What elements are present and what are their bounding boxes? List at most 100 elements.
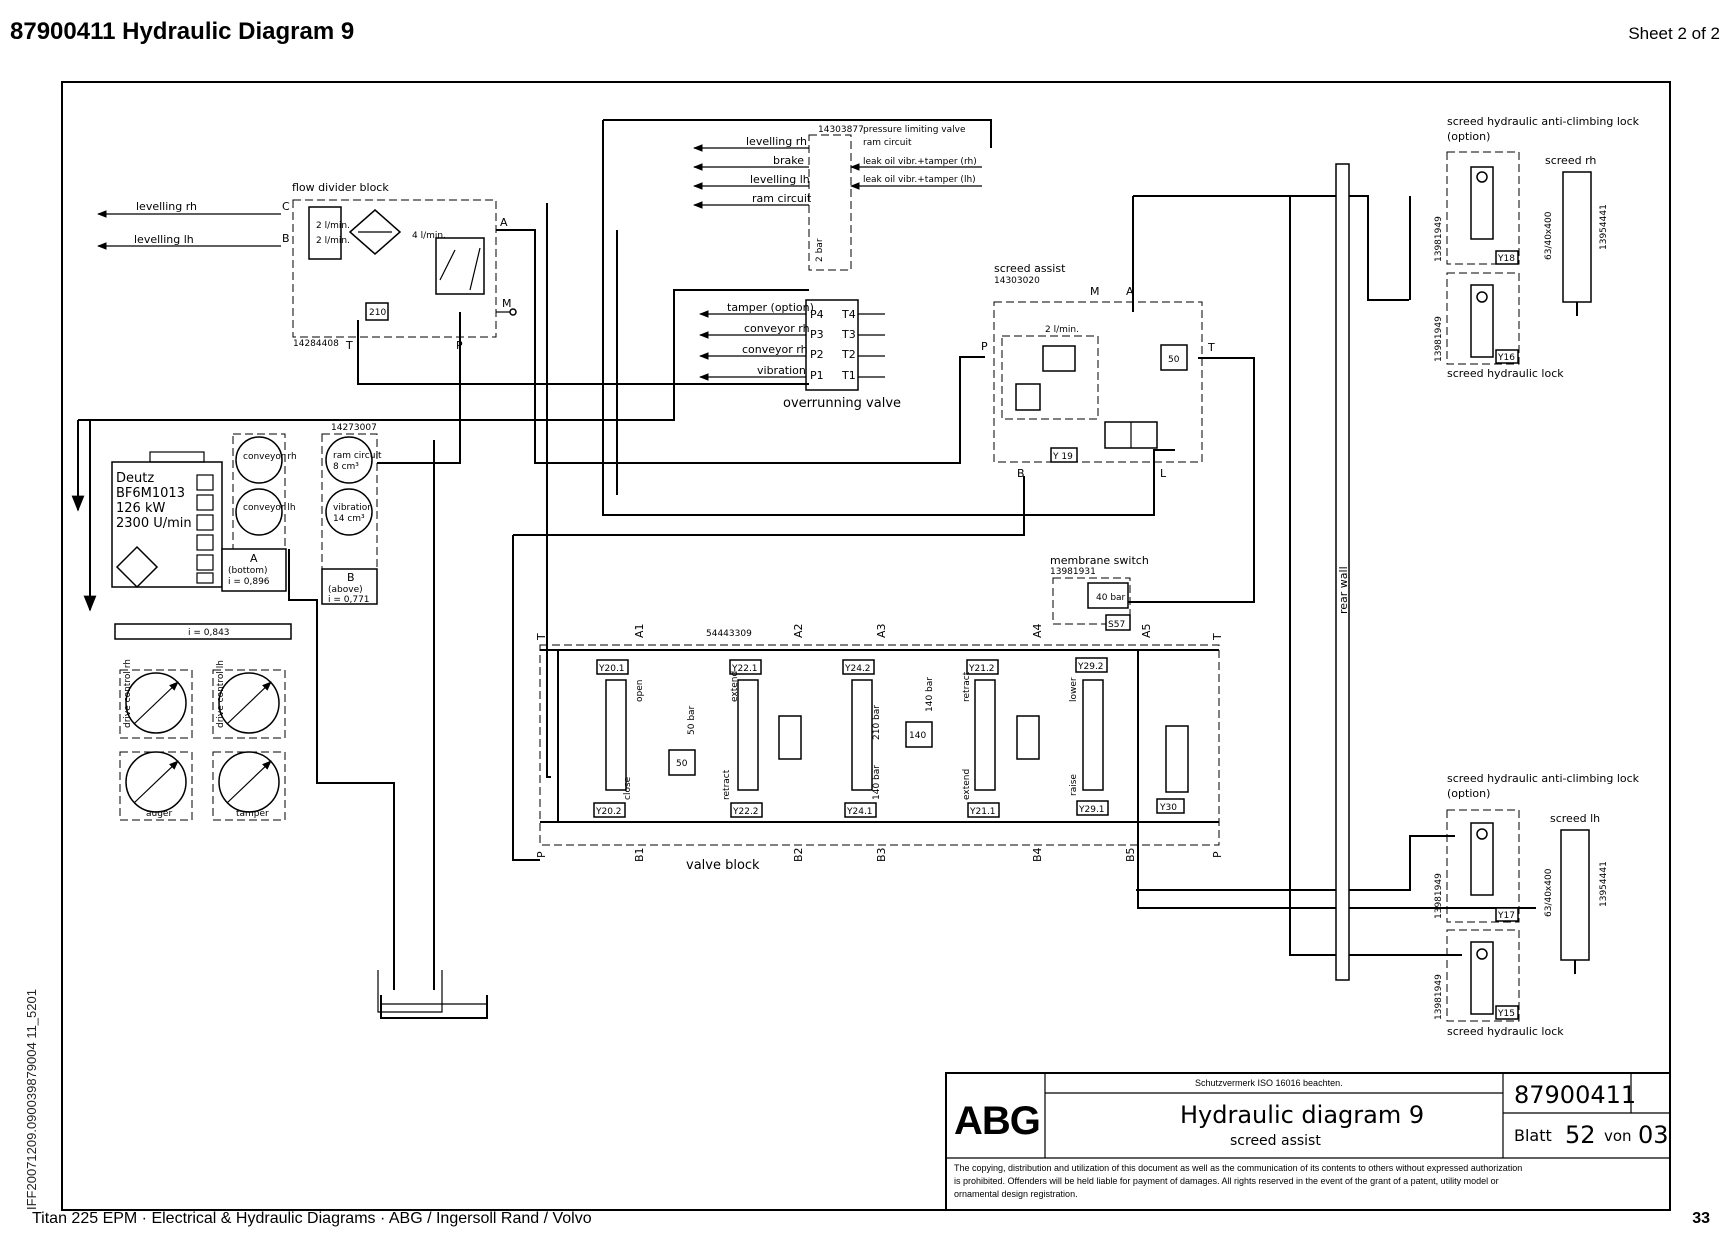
- diagram-pumps-b-pos-label: (above): [328, 585, 363, 595]
- diagram-membrane-part-label: 13981931: [1050, 567, 1096, 577]
- diagram-overrunning-inputs-3-label: vibration: [757, 364, 806, 377]
- diagram-valve-block-top-coils-0-label: Y20.1: [598, 664, 625, 674]
- membrane-switch: membrane switch 13981931 40 bar S57: [1050, 554, 1149, 631]
- diagram-right-bot-option-label: (option): [1447, 787, 1490, 800]
- rect-shape: [605, 679, 627, 791]
- polyline-shape: [546, 203, 551, 778]
- diagram-valve-block-bot-coils-1-label: Y22.2: [732, 807, 759, 817]
- rect-shape: [1470, 941, 1494, 1015]
- diagram-valve-block-y30-label: Y30: [1159, 803, 1177, 813]
- sheet-indicator: Sheet 2 of 2: [1628, 24, 1720, 43]
- diagram-valve-block-a-ports-0-label: A1: [633, 623, 646, 638]
- rect-shape: [321, 568, 378, 605]
- diagram-valve-block-b-ports-2-label: B3: [875, 847, 888, 862]
- circle-shape: [235, 488, 283, 536]
- diagram-right-top-lock-label: screed hydraulic lock: [1447, 367, 1564, 380]
- diagram-screed-assist-valve-label: 50: [1168, 355, 1180, 365]
- rect-shape: [119, 669, 193, 739]
- rect-shape: [668, 749, 696, 776]
- path-shape: [439, 247, 481, 291]
- rect-shape: [196, 554, 214, 571]
- diagram-right-bot-size-label: 63/40x400: [1544, 868, 1554, 917]
- diagram-valve-block-actions-bot-0-label: close: [623, 776, 633, 800]
- rect-shape: [221, 548, 287, 592]
- diagram-engine-power-label: 126 kW: [116, 501, 165, 516]
- polyline-shape: [78, 289, 809, 421]
- diagram-right-bot-cyl-label: screed lh: [1550, 812, 1600, 825]
- polyline-shape: [602, 120, 1175, 516]
- footer-text: Titan 225 EPM · Electrical & Hydraulic D…: [32, 1210, 592, 1227]
- diagram-pumps-vib-label: vibration: [333, 503, 373, 513]
- diagram-valve-block-p-label: P: [535, 851, 548, 858]
- polyline-shape: [496, 229, 985, 464]
- diagram-flow-divider-part-label: 14284408: [293, 339, 339, 349]
- diagram-right-bot-p2-label: 13981949: [1434, 974, 1444, 1020]
- diagram-overrunning-plv-label: pressure limiting valve: [863, 125, 966, 135]
- drawing-subtitle: screed assist: [1230, 1133, 1321, 1149]
- diagram-flow-divider-ports-t-label: T: [345, 339, 353, 352]
- diagram-valve-block-actions-bot-1-label: retract: [722, 769, 732, 800]
- rect-shape: [1495, 1005, 1519, 1020]
- diagram-valve-block-bot-coils-2-label: Y24.1: [846, 807, 873, 817]
- screed-assist-title: screed assist: [994, 262, 1066, 275]
- polyline-shape: [288, 549, 395, 990]
- diagram-flow-divider-valve-label: 210: [369, 308, 386, 318]
- diagram-overrunning-ports-r-3-label: T1: [841, 369, 856, 382]
- rect-shape: [967, 802, 1000, 818]
- diagram-valve-block-t-label: T: [535, 633, 548, 641]
- diagram-pumps-a-ratio-label: i = 0,896: [228, 577, 270, 587]
- flow-divider-block: flow divider block 2 l/min. 2 l/min. 4 l…: [97, 181, 517, 352]
- rect-shape: [1335, 163, 1350, 981]
- diagram-overrunning-ports-r-2-label: T2: [841, 348, 856, 361]
- diagram-overrunning-ports-r-0-label: T4: [841, 308, 856, 321]
- diagram-right-bot-title-label: screed hydraulic anti-climbing lock: [1447, 772, 1640, 785]
- rect-shape: [196, 572, 214, 584]
- rect-shape: [1076, 800, 1109, 816]
- diagram-pumps-b-ratio-label: i = 0,771: [328, 595, 370, 605]
- rect-shape: [292, 199, 497, 338]
- titleblock-von-label: von: [1604, 1127, 1632, 1145]
- diagram-overrunning-left-1-label: brake: [773, 154, 804, 167]
- diagram-overrunning-ports-l-0-label: P4: [810, 308, 824, 321]
- diagram-right-bot-part-cyl-label: 13954441: [1599, 861, 1609, 907]
- rect-shape: [114, 623, 292, 640]
- rect-shape: [1105, 614, 1131, 631]
- rect-shape: [974, 679, 996, 791]
- screed-assist: screed assist 14303020 2 l/min. 50 Y 19 …: [981, 262, 1215, 480]
- polyline-shape: [380, 995, 488, 1019]
- diagram-screed-assist-coil-label: Y 19: [1052, 452, 1073, 462]
- diagram-valve-block-top-coils-4-label: Y29.2: [1077, 662, 1104, 672]
- rect-shape: [196, 474, 214, 491]
- diagram-pumps-ram-label: ram circuit: [333, 451, 382, 461]
- drawing-title: Hydraulic diagram 9: [1180, 1101, 1424, 1129]
- diagram-screed-assist-part-label: 14303020: [994, 276, 1040, 286]
- rect-shape: [212, 669, 286, 739]
- rect-shape: [196, 494, 214, 511]
- diagram-screed-assist-ports-a-label: A: [1126, 285, 1134, 298]
- membrane-switch-title: membrane switch: [1050, 554, 1149, 567]
- diagram-valve-block-p140b-label: 140 bar: [925, 677, 935, 712]
- polyline-shape: [1289, 196, 1462, 956]
- diagram-overrunning-leak-rh-label: leak oil vibr.+tamper (rh): [863, 157, 977, 167]
- titleblock-legal1-label: The copying, distribution and utilizatio…: [954, 1163, 1522, 1173]
- title-block: Schutzvermerk ISO 16016 beachten. ABG Hy…: [945, 1072, 1671, 1211]
- diagram-flow-divider-ports-m-label: M: [502, 297, 512, 310]
- rect-shape: [593, 802, 626, 818]
- diagram-flow-divider-rate-3-label: 4 l/min.: [412, 231, 446, 241]
- diagram-overrunning-left-3-label: ram circuit: [752, 192, 812, 205]
- diagram-valve-block-p-label: P: [1211, 851, 1224, 858]
- diagram-right-bot-lock-label: screed hydraulic lock: [1447, 1025, 1564, 1038]
- diagram-valve-block-actions-bot-4-label: raise: [1069, 774, 1079, 796]
- diagram-valve-block-b-ports-4-label: B5: [1124, 847, 1137, 862]
- diagram-overrunning-ports-l-3-label: P1: [810, 369, 824, 382]
- rect-shape: [808, 134, 852, 271]
- diagram-valve-block-actions-top-3-label: retract: [962, 671, 972, 702]
- drawing-frame: [61, 81, 1671, 1211]
- diagram-overrunning-ports-l-2-label: P2: [810, 348, 824, 361]
- diagram-valve-block-bot-coils-3-label: Y21.1: [969, 807, 996, 817]
- diagram-pumps-drive-lh-label: drive control lh: [216, 660, 226, 728]
- diagram-valve-block-b-ports-1-label: B2: [792, 847, 805, 862]
- titleblock-blatt-no-label: 52: [1565, 1121, 1596, 1149]
- rect-shape: [851, 679, 873, 791]
- polyline-shape: [512, 535, 540, 861]
